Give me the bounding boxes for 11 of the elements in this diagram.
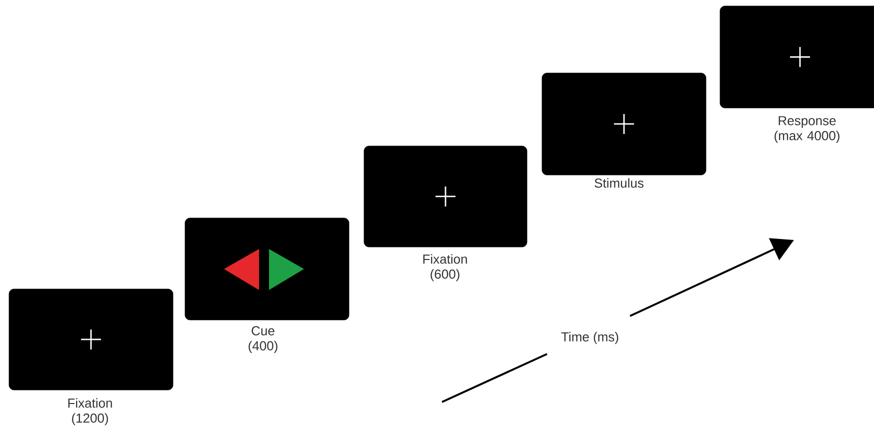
screen-caption: Stimulus <box>594 178 644 188</box>
screen-caption: Fixation (1200) <box>68 398 112 426</box>
screen-box <box>542 72 706 176</box>
screen-box <box>364 146 528 248</box>
screen-caption: Cue (400) <box>248 326 278 353</box>
screen-box <box>184 218 350 320</box>
screen-box <box>8 288 174 390</box>
screen-caption: Response (max 4000) <box>774 116 840 143</box>
screen-caption: Fixation (600) <box>423 254 467 282</box>
axis-label: Time (ms) <box>561 332 618 344</box>
screen-box <box>720 6 874 108</box>
